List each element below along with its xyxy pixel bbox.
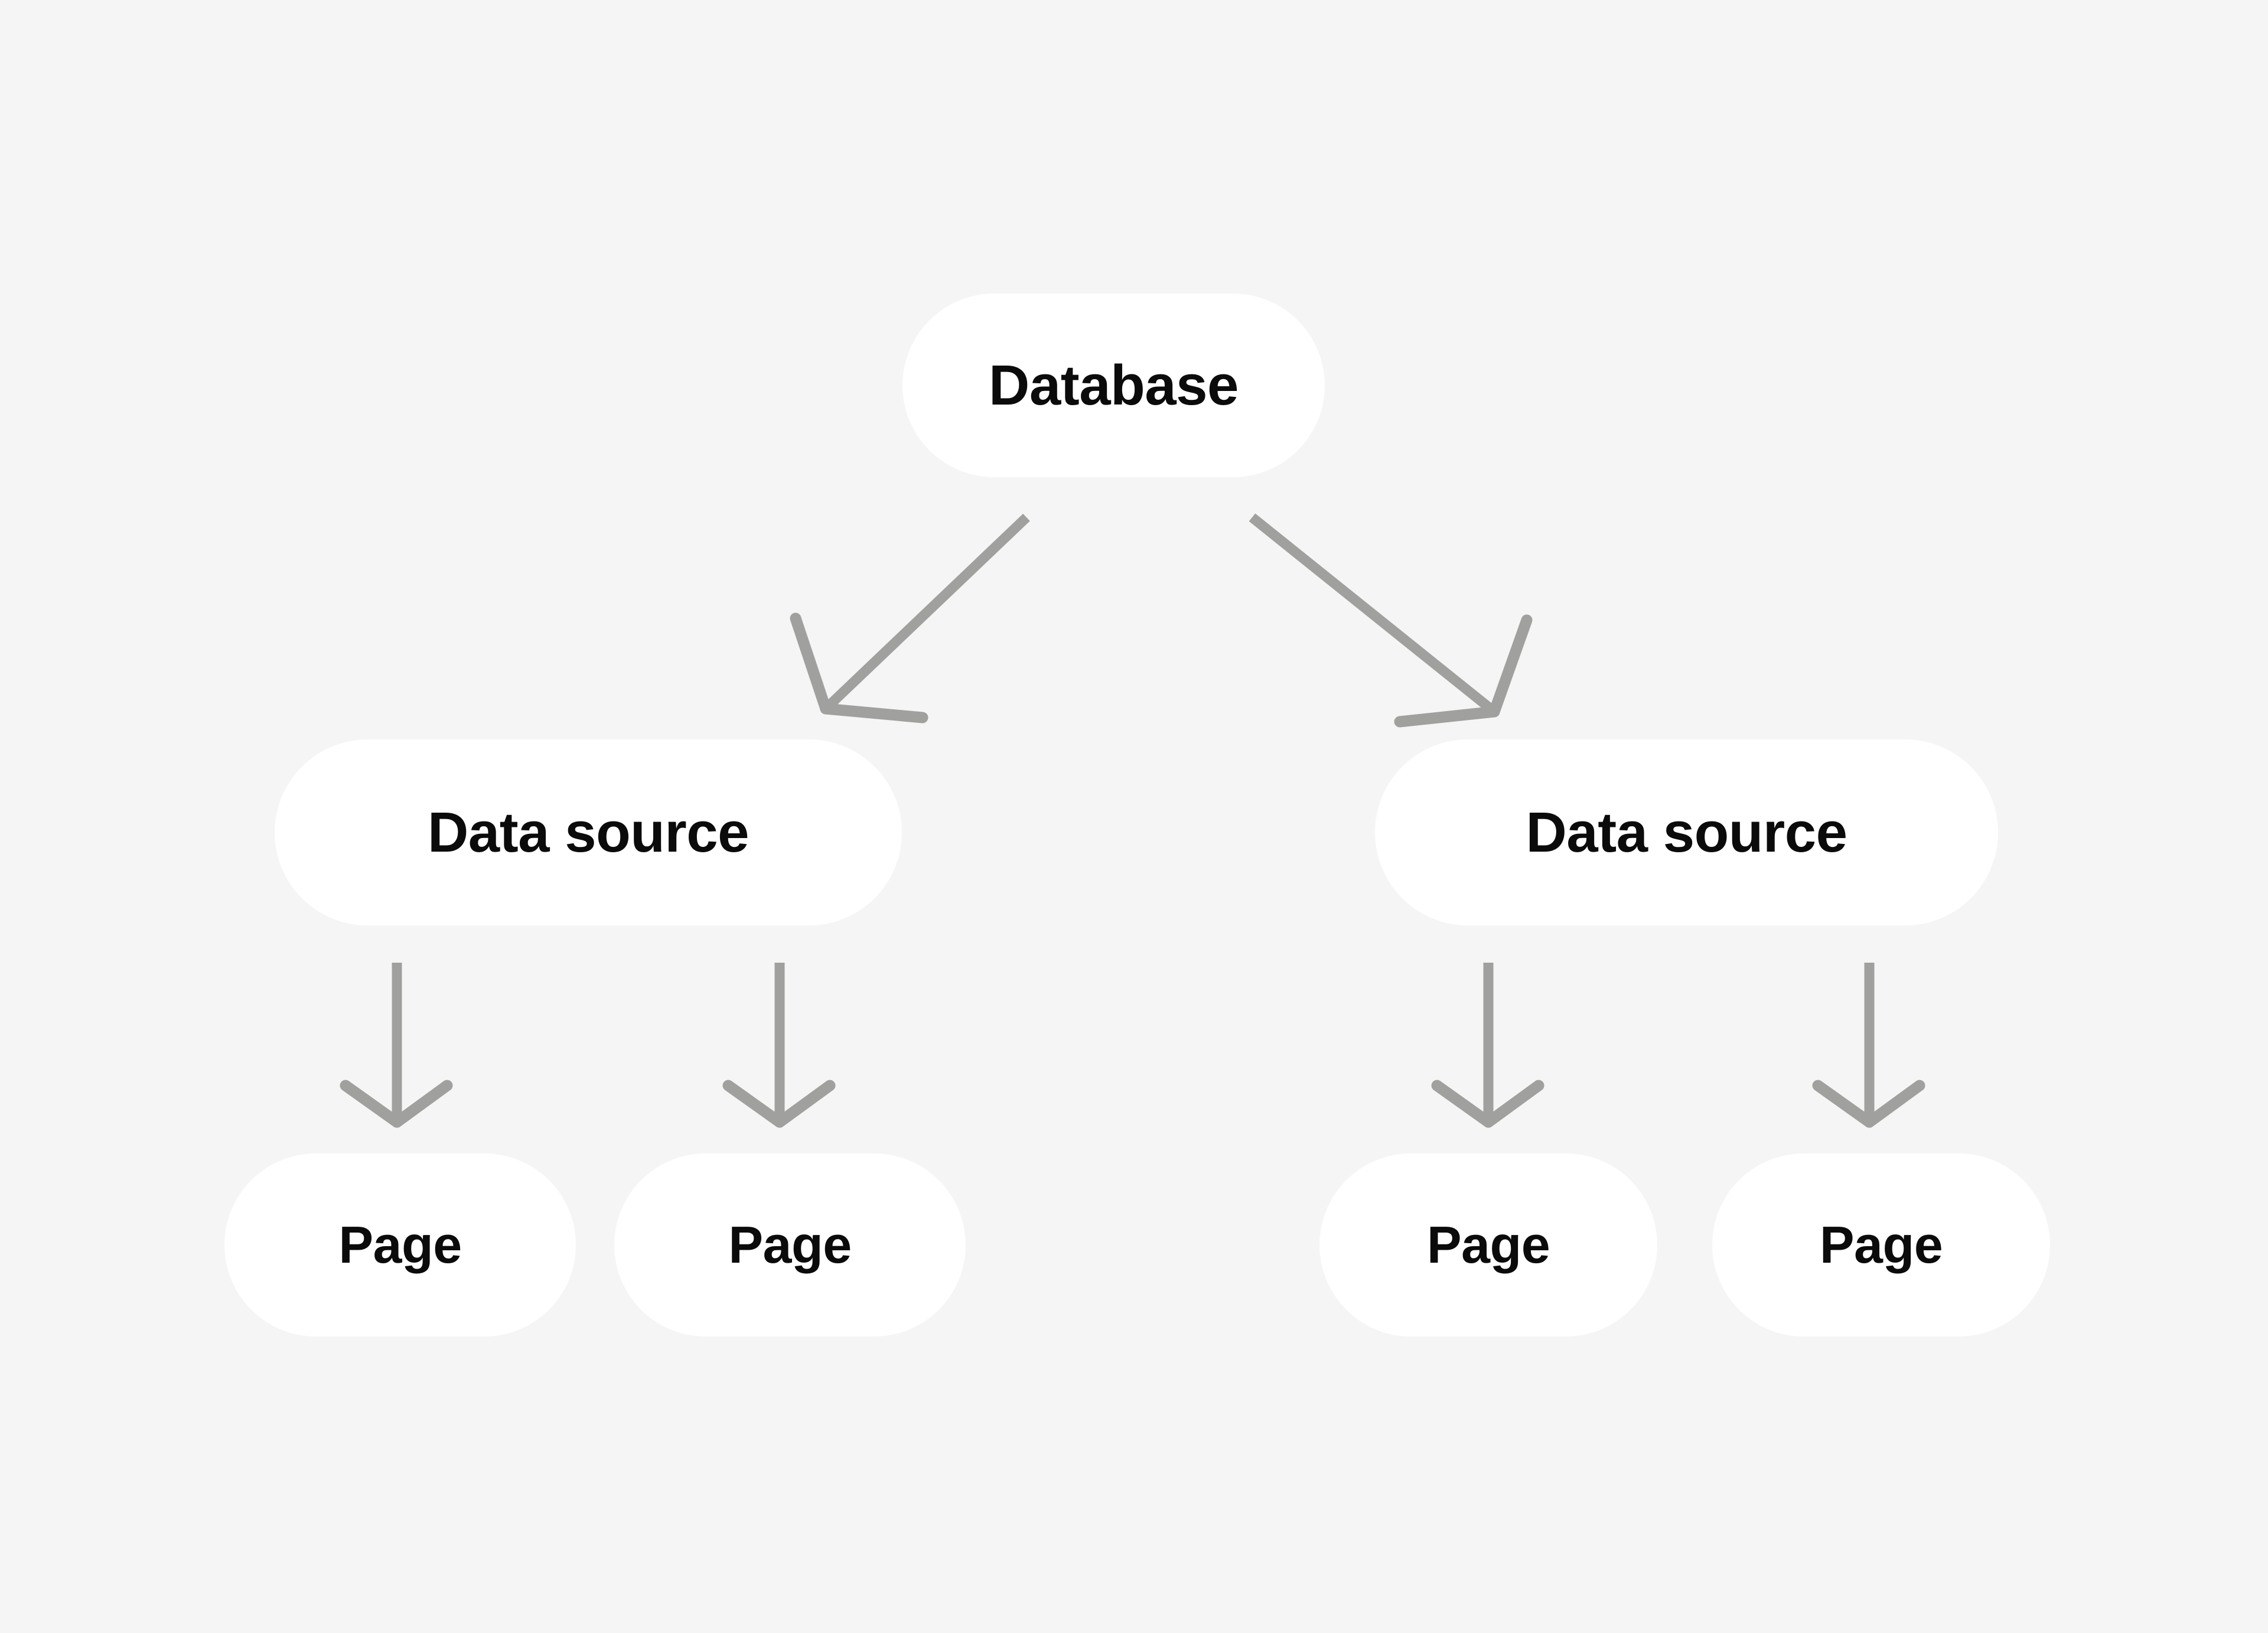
node-page-2[interactable]: Page — [614, 1153, 966, 1337]
edge-database-to-data-source-right — [1249, 513, 1533, 728]
node-page-3[interactable]: Page — [1319, 1153, 1657, 1337]
edge-data-source-right-to-page-4 — [1812, 963, 1925, 1128]
node-data-source-right-label: Data source — [1526, 800, 1847, 864]
edge-database-to-data-source-left — [790, 513, 1030, 723]
node-page-2-label: Page — [728, 1215, 852, 1274]
node-data-source-left[interactable]: Data source — [275, 739, 902, 925]
node-data-source-left-label: Data source — [427, 800, 750, 864]
edge-data-source-left-to-page-2 — [722, 963, 836, 1128]
node-database-label: Database — [989, 353, 1239, 417]
node-page-1-label: Page — [338, 1215, 462, 1274]
node-page-1[interactable]: Page — [224, 1153, 576, 1337]
node-page-3-label: Page — [1426, 1215, 1550, 1274]
node-data-source-right[interactable]: Data source — [1375, 739, 1998, 925]
node-page-4-label: Page — [1819, 1215, 1943, 1274]
node-database[interactable]: Database — [902, 294, 1325, 477]
edge-data-source-right-to-page-3 — [1431, 963, 1544, 1128]
edge-data-source-left-to-page-1 — [340, 963, 453, 1128]
node-page-4[interactable]: Page — [1712, 1153, 2050, 1337]
